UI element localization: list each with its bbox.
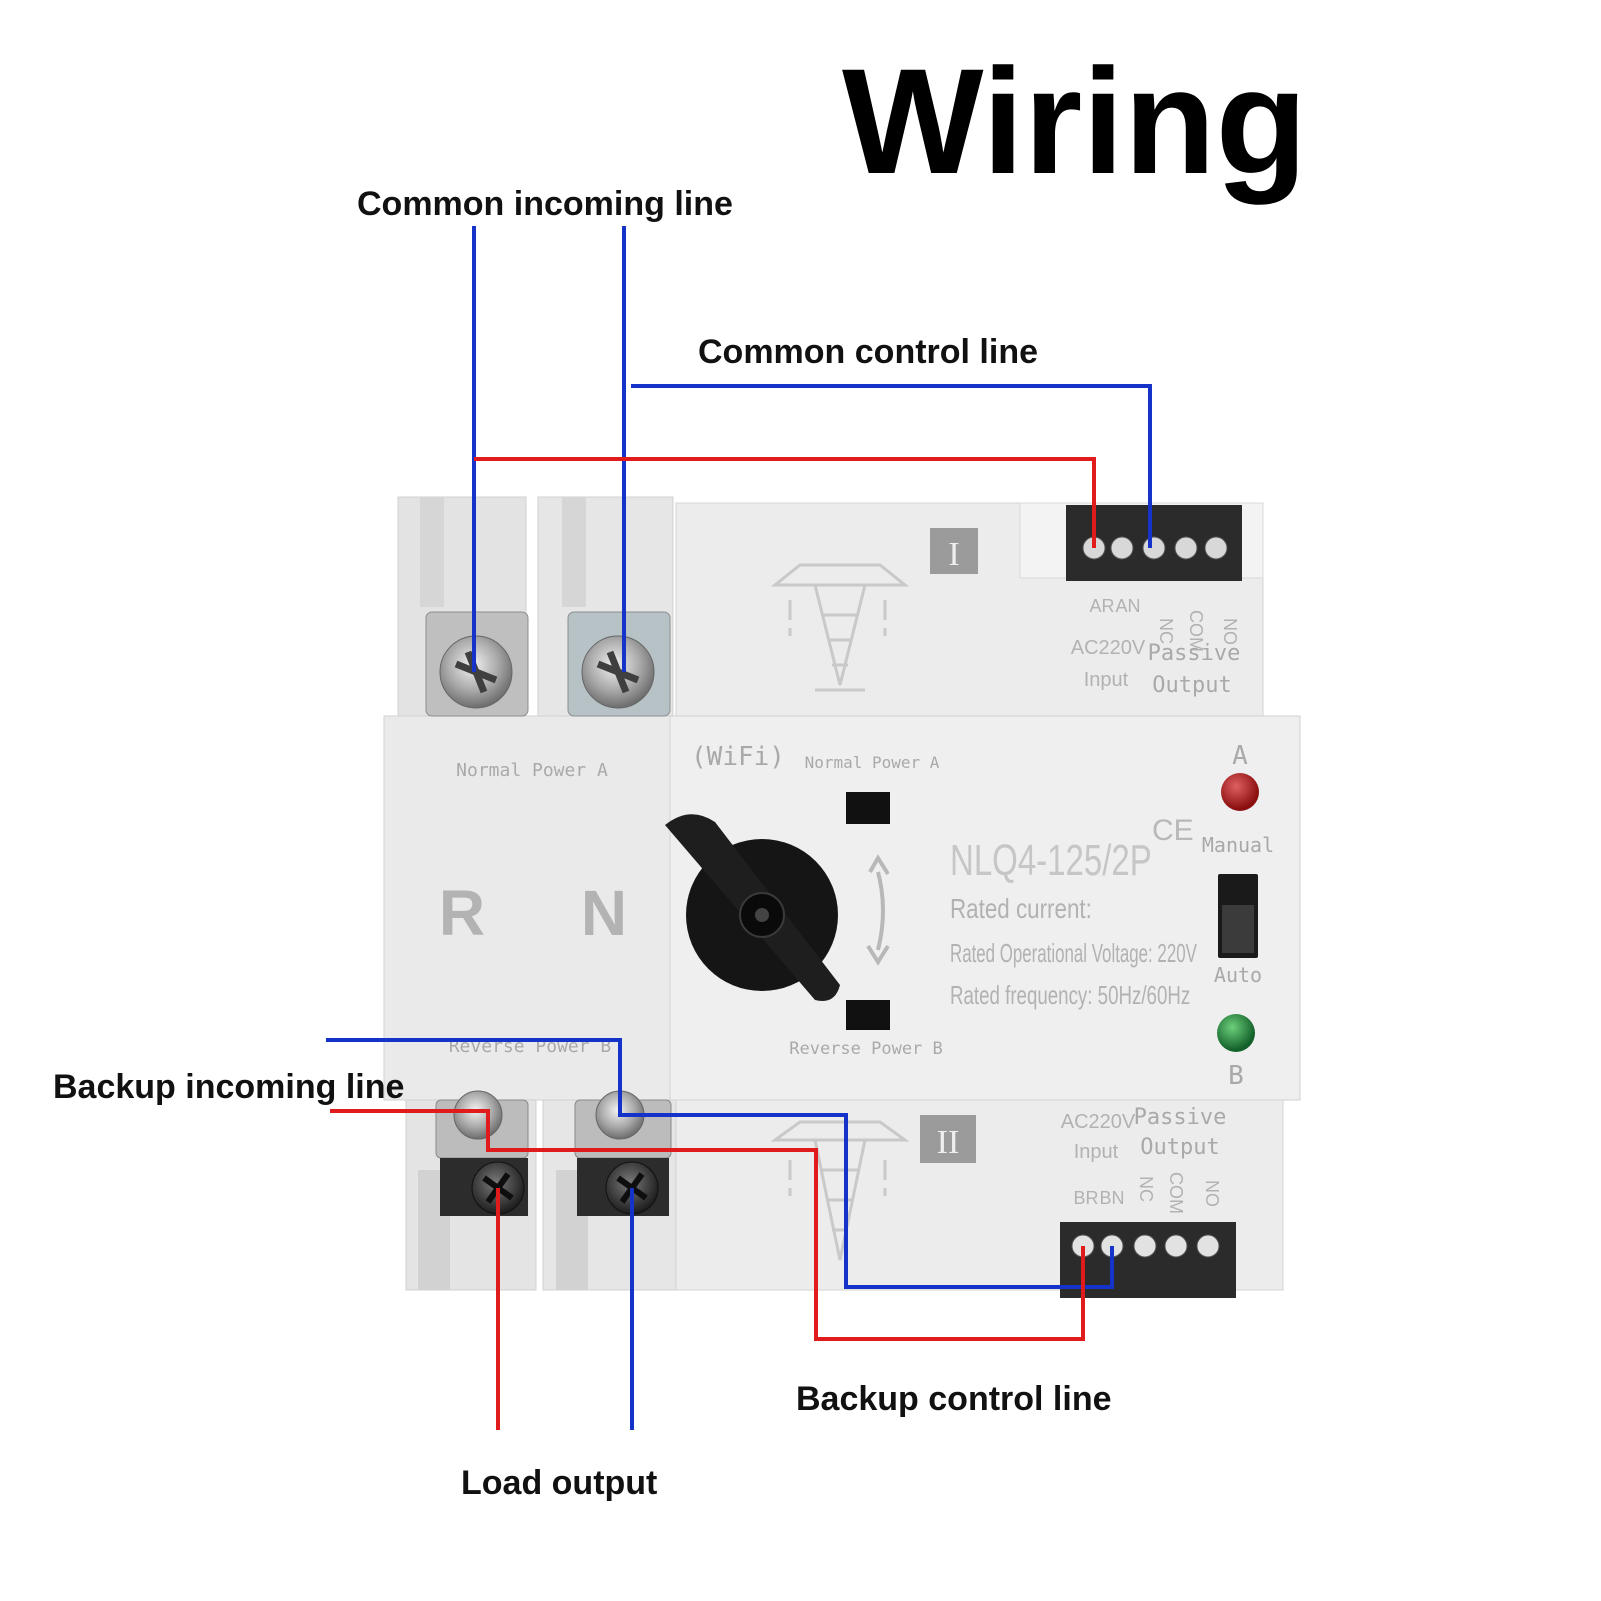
position-window-top	[846, 792, 890, 824]
common-control-wire-red	[474, 457, 1096, 548]
bottom-voltage-label: AC220V	[1061, 1111, 1136, 1133]
page-title: Wiring	[842, 37, 1307, 205]
top-passive-label: Passive	[1148, 641, 1241, 666]
block-i-numeral: I	[948, 536, 959, 573]
manual-label: Manual	[1202, 833, 1274, 857]
terminal-label-nc-b: NC	[1136, 1176, 1156, 1202]
switch-top-label: Normal Power A	[805, 753, 940, 772]
indicator-b-led	[1217, 1014, 1255, 1052]
terminal-label-no-b: NO	[1202, 1180, 1222, 1207]
block-ii-numeral: II	[937, 1124, 960, 1161]
callout-backup-control: Backup control line	[796, 1380, 1112, 1418]
terminal-label-bn: BN	[1099, 1188, 1124, 1208]
model-number: NLQ4-125/2P	[950, 837, 1152, 886]
top-input-label: Input	[1084, 669, 1129, 691]
left-top-label: Normal Power A	[456, 760, 608, 781]
terminal-label-com: COM	[1186, 610, 1206, 652]
bottom-output-label: Output	[1140, 1135, 1219, 1160]
wiring-lines	[326, 226, 1152, 1430]
switch-bottom-label: Reverse Power B	[789, 1039, 943, 1059]
transfer-switch-device: I II AR AN NC COM NO AC220V Input Passiv…	[383, 496, 1301, 1298]
callout-load-output: Load output	[461, 1464, 657, 1502]
terminal-label-no: NO	[1220, 618, 1240, 645]
pole-label-n: N	[581, 877, 627, 949]
top-voltage-label: AC220V	[1071, 637, 1146, 659]
power-tower-icon	[770, 563, 910, 692]
callout-common-incoming: Common incoming line	[357, 185, 733, 223]
callout-backup-incoming: Backup incoming line	[53, 1068, 404, 1106]
rated-frequency: Rated frequency: 50Hz/60Hz	[950, 980, 1190, 1010]
rotate-arrows-icon	[866, 854, 890, 966]
terminal-screws-top	[1082, 536, 1228, 560]
terminal-label-an: AN	[1115, 596, 1140, 616]
auto-label: Auto	[1214, 963, 1262, 987]
indicator-b-label: B	[1228, 1061, 1244, 1091]
terminal-label-ar: AR	[1089, 596, 1114, 616]
position-window-bottom	[846, 1000, 890, 1030]
backup-incoming-wire-red	[330, 1109, 1085, 1341]
terminal-label-com-b: COM	[1166, 1172, 1186, 1214]
indicator-a-led	[1221, 773, 1259, 811]
pole-label-r: R	[439, 877, 485, 949]
block-i-badge	[930, 528, 978, 574]
ce-mark: CE	[1152, 814, 1194, 847]
indicator-a-label: A	[1232, 741, 1248, 771]
terminal-label-nc: NC	[1156, 618, 1176, 644]
rotary-selector-knob[interactable]	[665, 814, 840, 1001]
screw-icon	[581, 635, 655, 709]
rated-current: Rated current:	[950, 894, 1092, 925]
bottom-input-label: Input	[1074, 1141, 1119, 1163]
terminal-label-br: BR	[1073, 1188, 1098, 1208]
backup-incoming-wire-blue	[326, 1038, 1114, 1289]
block-ii-badge	[920, 1115, 976, 1163]
common-control-wire-blue	[631, 384, 1152, 548]
top-output-label: Output	[1152, 673, 1231, 698]
rated-voltage: Rated Operational Voltage: 220V	[950, 938, 1197, 968]
terminal-screws-bottom	[1071, 1234, 1220, 1258]
callout-common-control: Common control line	[698, 333, 1038, 371]
power-tower-icon	[770, 1120, 910, 1261]
wifi-label: (WiFi)	[691, 742, 785, 772]
bottom-passive-label: Passive	[1134, 1105, 1227, 1130]
